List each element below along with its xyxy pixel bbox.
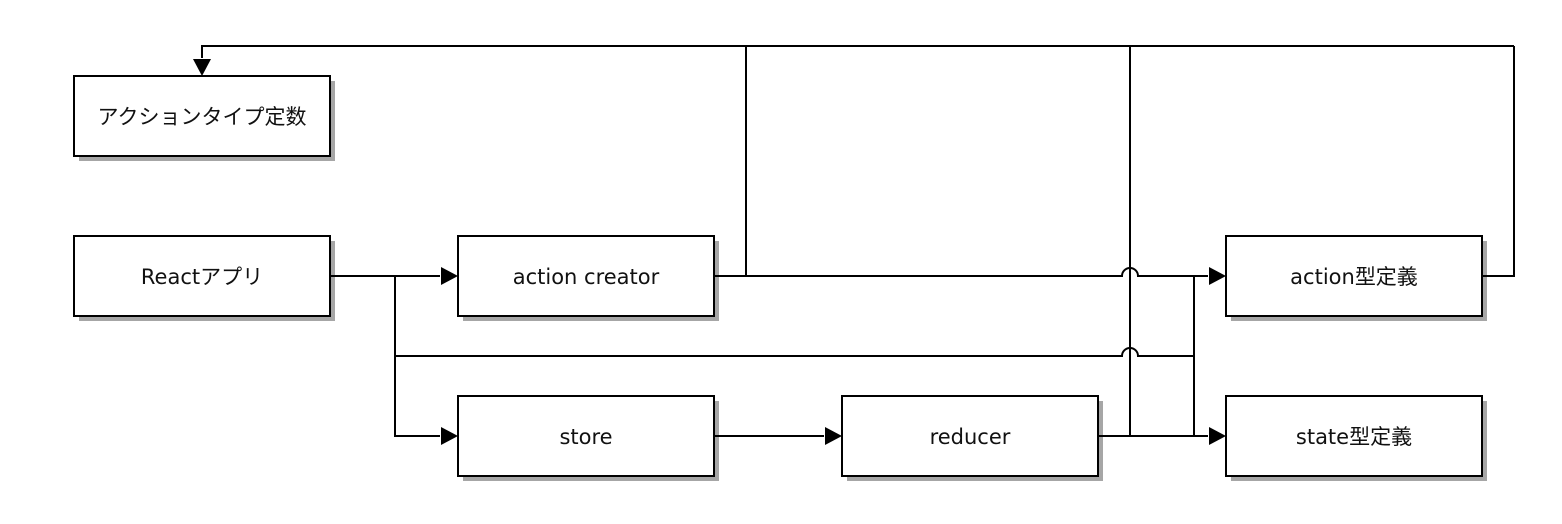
node-reducer: reducer [841, 395, 1099, 477]
arrowhead-action-type-constants [193, 59, 211, 76]
arrowhead-store [441, 427, 458, 445]
label-action-type-constants: アクションタイプ定数 [98, 105, 307, 129]
box-action-type-constants [73, 75, 331, 157]
label-action-type-def: action型定義 [1290, 265, 1418, 289]
edge-react-app-to-type-defs [395, 347, 1195, 436]
edge-top-bus-to-action-type-constants [201, 45, 1514, 58]
box-store [457, 395, 715, 477]
label-state-type-def: state型定義 [1296, 425, 1412, 449]
edges [193, 45, 1515, 445]
arrowhead-action-type-def [1209, 267, 1226, 285]
arrowhead-action-creator [441, 267, 458, 285]
label-store: store [559, 425, 612, 449]
node-action-creator: action creator [457, 235, 715, 317]
arrowhead-reducer [825, 427, 842, 445]
node-store: store [457, 395, 715, 477]
edge-react-app-to-store [394, 276, 440, 437]
box-reducer [841, 395, 1099, 477]
box-action-type-def [1225, 235, 1483, 317]
node-action-type-constants: アクションタイプ定数 [73, 75, 331, 157]
arrowhead-state-type-def [1209, 427, 1226, 445]
box-react-app [73, 235, 331, 317]
label-react-app: Reactアプリ [141, 265, 263, 289]
edge-action-type-def-to-top-bus [1482, 46, 1515, 277]
label-action-creator: action creator [513, 265, 660, 289]
node-action-type-def: action型定義 [1225, 235, 1483, 317]
node-react-app: Reactアプリ [73, 235, 331, 317]
edge-action-creator-to-action-type-def [714, 267, 1208, 277]
box-state-type-def [1225, 395, 1483, 477]
box-action-creator [457, 235, 715, 317]
node-state-type-def: state型定義 [1225, 395, 1483, 477]
label-reducer: reducer [930, 425, 1011, 449]
